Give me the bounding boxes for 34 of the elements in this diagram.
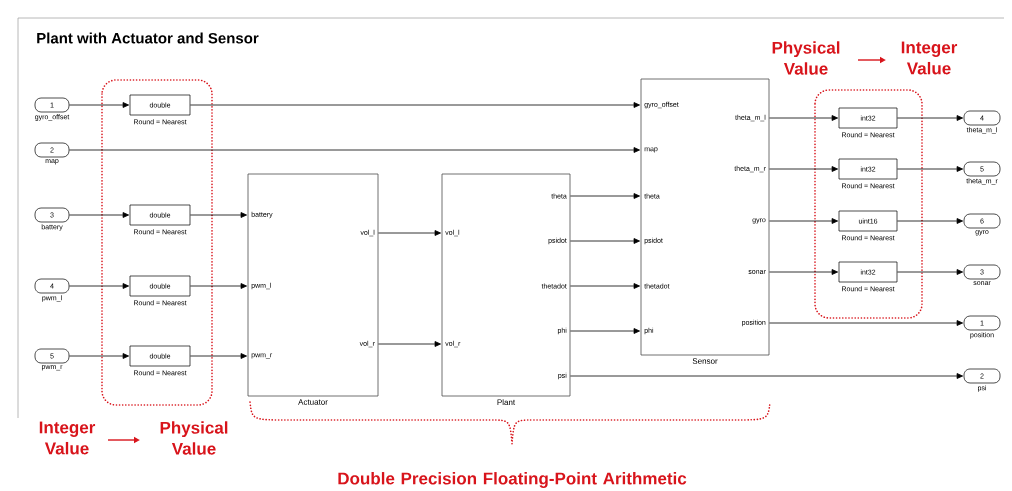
diagram-title: Plant with Actuator and Sensor [37, 32, 259, 44]
signal-arrow [896, 115, 964, 121]
annotation-text: Double Precision Floating-Point Arithmetic [338, 472, 687, 488]
signal-arrow [378, 230, 441, 236]
signal-arrow [896, 269, 964, 275]
signal-arrow [68, 102, 130, 108]
annotation-text: Integer Value [39, 421, 96, 455]
signal-arrow [378, 341, 441, 347]
signal-arrow [68, 147, 640, 153]
annotation-text: Physical Value [772, 41, 840, 75]
signal-arrow [189, 212, 247, 218]
signal-arrow [570, 328, 640, 334]
annotation-text: Integer Value [901, 41, 958, 75]
signal-arrow [68, 212, 130, 218]
block-caption: Plant [497, 399, 516, 406]
signal-arrow [570, 283, 640, 289]
signal-arrow [189, 353, 247, 359]
block-caption: Actuator [298, 399, 328, 405]
signal-arrow [769, 269, 839, 275]
signal-arrow [189, 283, 247, 289]
signal-arrow [68, 353, 130, 359]
signal-arrow [896, 166, 964, 172]
signal-arrow [769, 320, 964, 326]
signal-arrow [570, 238, 640, 244]
signal-arrow [896, 218, 964, 224]
signal-arrow [189, 102, 640, 108]
signal-arrow [570, 373, 964, 379]
signal-arrow [769, 218, 839, 224]
signal-arrow [68, 283, 130, 289]
signal-arrow [570, 193, 640, 199]
signal-arrow [769, 115, 839, 121]
annotation-text: Physical Value [160, 421, 228, 455]
signal-arrow [769, 166, 839, 172]
block-caption: Sensor [692, 358, 718, 364]
